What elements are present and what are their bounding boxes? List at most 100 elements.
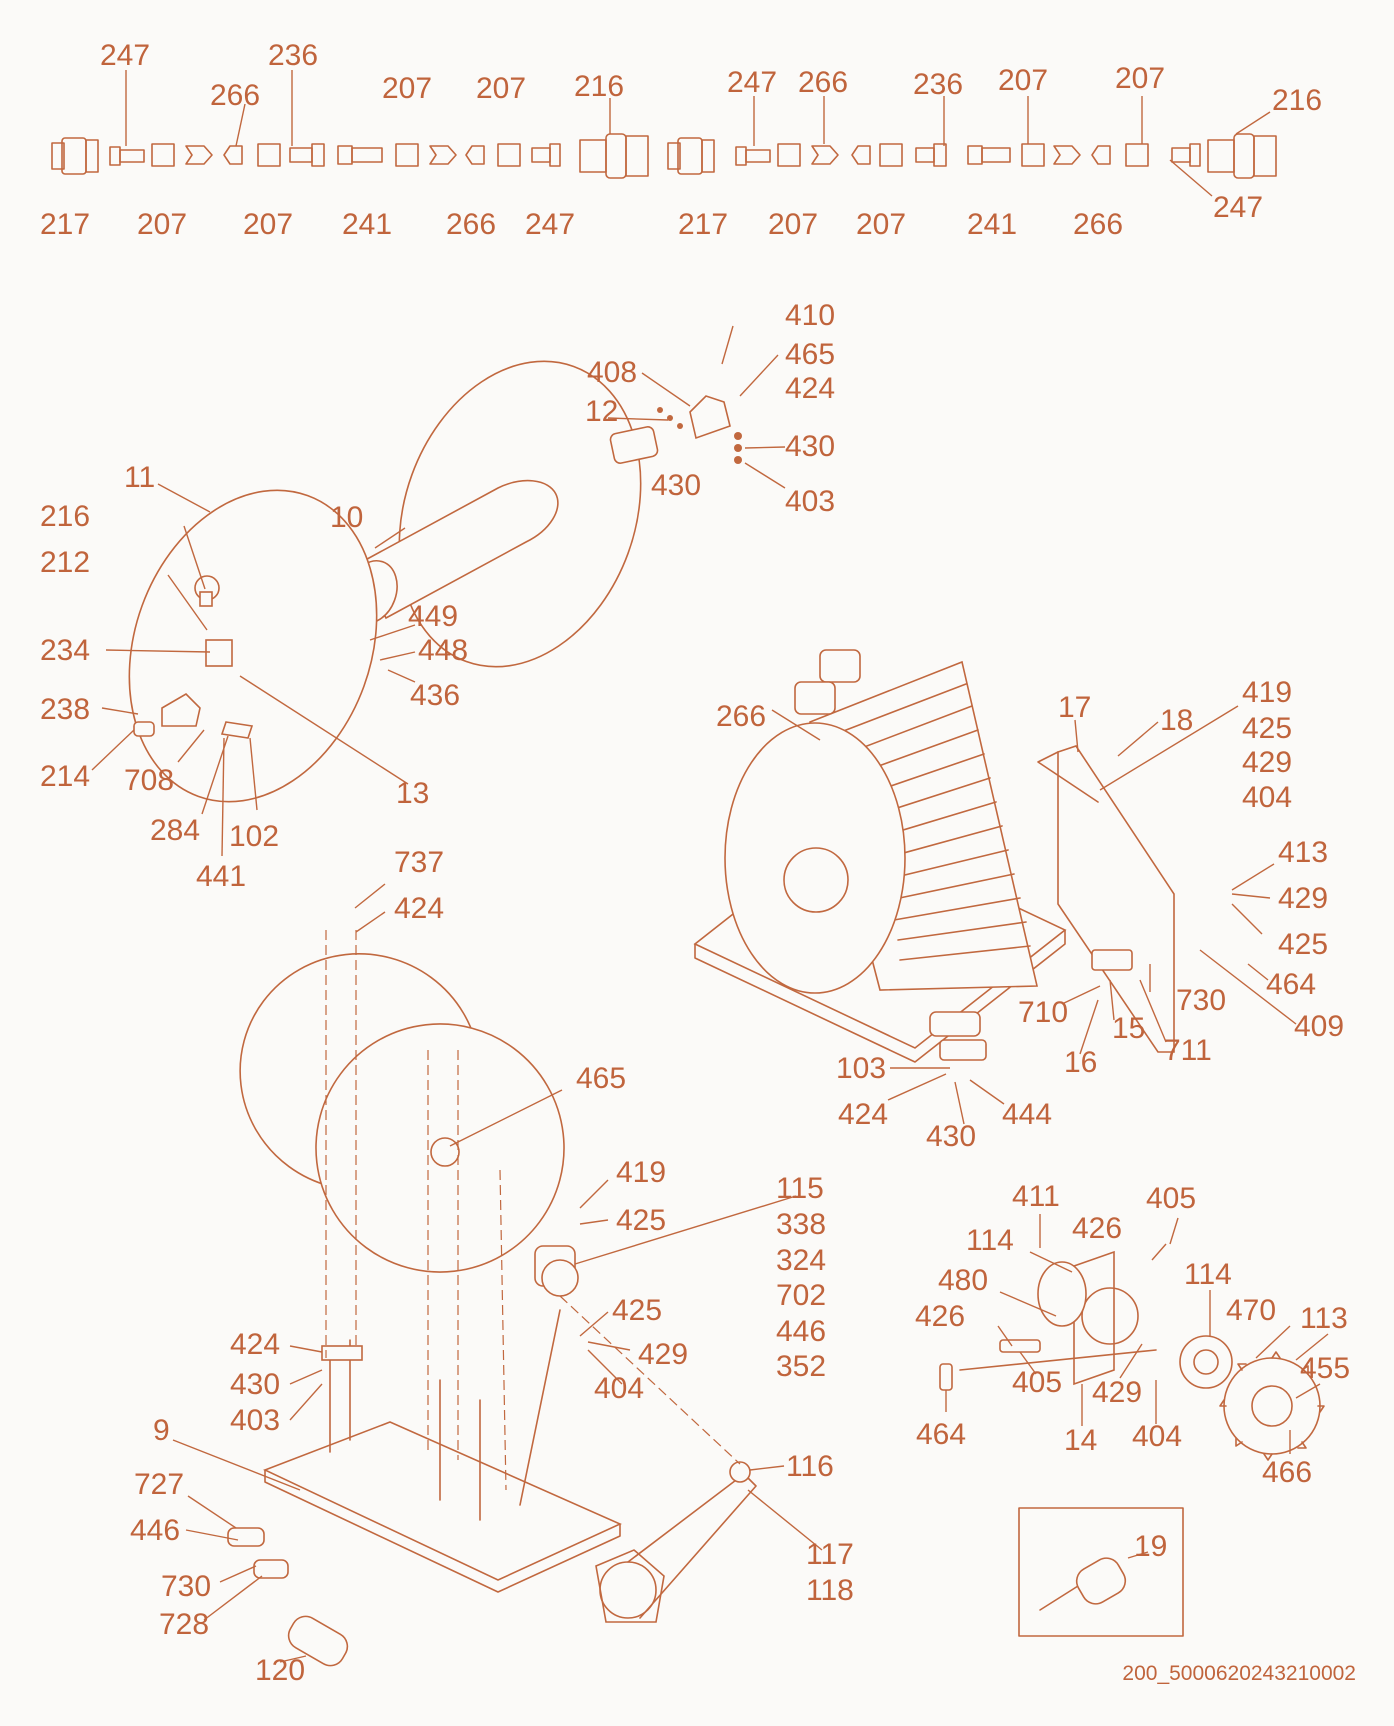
label-425: 425 bbox=[1278, 928, 1328, 961]
label-247: 247 bbox=[727, 66, 777, 99]
label-207: 207 bbox=[137, 208, 187, 241]
label-16: 16 bbox=[1064, 1046, 1097, 1079]
label-352: 352 bbox=[776, 1350, 826, 1383]
drive-leaders bbox=[945, 1214, 1329, 1454]
label-266: 266 bbox=[446, 208, 496, 241]
label-441: 441 bbox=[196, 860, 246, 893]
coupling-row-left bbox=[51, 133, 649, 179]
label-466: 466 bbox=[1262, 1456, 1312, 1489]
label-217: 217 bbox=[678, 208, 728, 241]
label-708: 708 bbox=[124, 764, 174, 797]
label-429: 429 bbox=[1242, 746, 1292, 779]
label-120: 120 bbox=[255, 1654, 305, 1687]
label-118: 118 bbox=[806, 1574, 854, 1607]
drive-assembly bbox=[939, 1250, 1325, 1461]
label-214: 214 bbox=[40, 760, 90, 793]
label-470: 470 bbox=[1226, 1294, 1276, 1327]
label-444: 444 bbox=[1002, 1098, 1052, 1131]
label-436: 436 bbox=[410, 679, 460, 712]
label-207: 207 bbox=[476, 72, 526, 105]
label-405: 405 bbox=[1012, 1366, 1062, 1399]
label-728: 728 bbox=[159, 1608, 209, 1641]
label-430: 430 bbox=[651, 469, 701, 502]
label-207: 207 bbox=[1115, 62, 1165, 95]
label-405: 405 bbox=[1146, 1182, 1196, 1215]
label-247: 247 bbox=[1213, 191, 1263, 224]
label-266: 266 bbox=[716, 700, 766, 733]
label-404: 404 bbox=[594, 1372, 644, 1405]
label-426: 426 bbox=[915, 1300, 965, 1333]
coupler-labels-bottom-right: 217 207 207 241 266 247 bbox=[678, 191, 1263, 241]
label-13: 13 bbox=[396, 777, 429, 810]
label-247: 247 bbox=[100, 39, 150, 72]
label-446: 446 bbox=[130, 1514, 180, 1547]
label-207: 207 bbox=[382, 72, 432, 105]
inset-box bbox=[1018, 1507, 1184, 1637]
label-465: 465 bbox=[785, 338, 835, 371]
label-424: 424 bbox=[230, 1328, 280, 1361]
label-430: 430 bbox=[926, 1120, 976, 1153]
drum-labels: 410 465 408 424 12 430 430 403 11 10 216… bbox=[40, 299, 835, 893]
reel-labels: 266 17 18 419 425 429 404 413 429 425 46… bbox=[716, 676, 1344, 1153]
label-236: 236 bbox=[913, 68, 963, 101]
label-464: 464 bbox=[916, 1418, 966, 1451]
drum-assembly bbox=[128, 360, 742, 803]
label-207: 207 bbox=[243, 208, 293, 241]
label-12: 12 bbox=[585, 395, 618, 428]
label-11: 11 bbox=[124, 461, 155, 494]
label-234: 234 bbox=[40, 634, 90, 667]
label-404: 404 bbox=[1132, 1420, 1182, 1453]
label-114: 114 bbox=[1184, 1258, 1232, 1291]
label-424: 424 bbox=[838, 1098, 888, 1131]
label-430: 430 bbox=[230, 1368, 280, 1401]
frame-assembly bbox=[227, 953, 757, 1667]
label-207: 207 bbox=[856, 208, 906, 241]
reel-leaders bbox=[771, 705, 1297, 1125]
frame-labels: 737 424 465 419 425 115 338 324 702 446 … bbox=[130, 846, 854, 1687]
label-115: 115 bbox=[776, 1172, 824, 1205]
label-9: 9 bbox=[153, 1414, 170, 1447]
coupling-leaders bbox=[125, 70, 1271, 197]
label-419: 419 bbox=[616, 1156, 666, 1189]
label-15: 15 bbox=[1112, 1012, 1145, 1045]
label-410: 410 bbox=[785, 299, 835, 332]
assembled-reel bbox=[693, 649, 1175, 1063]
label-425: 425 bbox=[616, 1204, 666, 1237]
label-324: 324 bbox=[776, 1244, 826, 1277]
label-266: 266 bbox=[210, 79, 260, 112]
label-212: 212 bbox=[40, 546, 90, 579]
label-103: 103 bbox=[836, 1052, 886, 1085]
label-207: 207 bbox=[768, 208, 818, 241]
label-425: 425 bbox=[612, 1294, 662, 1327]
label-480: 480 bbox=[938, 1264, 988, 1297]
label-465: 465 bbox=[576, 1062, 626, 1095]
label-408: 408 bbox=[587, 356, 637, 389]
coupler-labels-bottom-left: 217 207 207 241 266 247 bbox=[40, 208, 575, 241]
label-710: 710 bbox=[1018, 996, 1068, 1029]
label-113: 113 bbox=[1300, 1302, 1348, 1335]
label-10: 10 bbox=[330, 501, 363, 534]
label-711: 711 bbox=[1164, 1034, 1212, 1067]
label-266: 266 bbox=[798, 66, 848, 99]
label-114: 114 bbox=[966, 1224, 1014, 1257]
label-236: 236 bbox=[268, 39, 318, 72]
label-446: 446 bbox=[776, 1315, 826, 1348]
drive-labels: 411 405 426 114 114 480 470 113 426 455 … bbox=[915, 1180, 1350, 1489]
label-464: 464 bbox=[1266, 968, 1316, 1001]
coupler-labels-top-right: 247 266 236 207 207 216 bbox=[727, 62, 1322, 117]
coupling-row-right bbox=[667, 133, 1277, 179]
label-429: 429 bbox=[1278, 882, 1328, 915]
label-404: 404 bbox=[1242, 781, 1292, 814]
label-216: 216 bbox=[574, 70, 624, 103]
label-19: 19 bbox=[1134, 1530, 1167, 1563]
label-116: 116 bbox=[786, 1450, 834, 1483]
label-737: 737 bbox=[394, 846, 444, 879]
label-238: 238 bbox=[40, 693, 90, 726]
label-409: 409 bbox=[1294, 1010, 1344, 1043]
label-403: 403 bbox=[785, 485, 835, 518]
label-17: 17 bbox=[1058, 691, 1091, 724]
label-14: 14 bbox=[1064, 1424, 1097, 1457]
label-207: 207 bbox=[998, 64, 1048, 97]
